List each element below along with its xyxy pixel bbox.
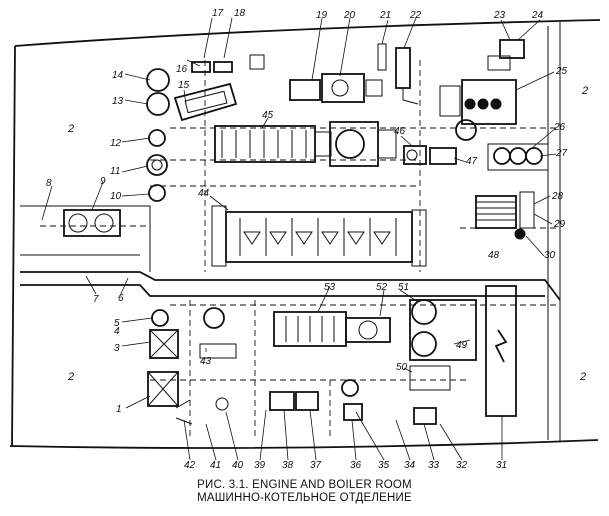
callout-15: 15 (178, 80, 190, 91)
callout-50: 50 (396, 362, 408, 373)
caption-line-2: МАШИННО-КОТЕЛЬНОЕ ОТДЕЛЕНИЕ (197, 492, 412, 504)
callout-53: 53 (324, 282, 336, 293)
callout-46: 46 (394, 126, 406, 137)
callout-18: 18 (234, 8, 246, 19)
callout-41: 41 (210, 460, 221, 471)
callout-1: 1 (116, 404, 122, 415)
frame-grid (40, 60, 560, 440)
zone-label-lower-left: 2 (67, 371, 74, 383)
callout-34: 34 (404, 460, 416, 471)
callout-16: 16 (176, 64, 188, 75)
callout-33: 33 (428, 460, 440, 471)
callout-22: 22 (409, 10, 422, 21)
callout-5: 5 (114, 318, 120, 329)
zone-label-lower-right: 2 (579, 371, 586, 383)
figure-caption: РИС. 3.1. ENGINE AND BOILER ROOM МАШИННО… (0, 479, 609, 505)
callout-47: 47 (466, 156, 478, 167)
leader-lines (41, 17, 557, 461)
callout-44: 44 (198, 188, 210, 199)
callout-39: 39 (254, 460, 266, 471)
callout-28: 28 (551, 191, 564, 202)
callout-51: 51 (398, 282, 409, 293)
callout-11: 11 (110, 166, 120, 177)
callout-42: 42 (184, 460, 196, 471)
zone-label-upper-right: 2 (581, 85, 588, 97)
callout-35: 35 (378, 460, 390, 471)
callout-7: 7 (93, 294, 99, 305)
callout-49: 49 (456, 340, 468, 351)
callout-45: 45 (262, 110, 274, 121)
callout-38: 38 (282, 460, 294, 471)
callout-8: 8 (46, 178, 52, 189)
callout-30: 30 (544, 250, 556, 261)
callout-21: 21 (379, 10, 391, 21)
callout-25: 25 (555, 66, 568, 77)
callout-43: 43 (200, 356, 212, 367)
callout-10: 10 (110, 191, 122, 202)
callout-19: 19 (316, 10, 328, 21)
callout-31: 31 (496, 460, 507, 471)
callout-26: 26 (553, 122, 566, 133)
callout-37: 37 (310, 460, 322, 471)
callout-3: 3 (114, 343, 120, 354)
equipment-upper (63, 39, 549, 267)
callout-17: 17 (212, 8, 224, 19)
callout-9: 9 (100, 176, 106, 187)
callout-32: 32 (456, 460, 468, 471)
callout-numbers: 1 3 4 5 6 7 8 9 10 11 12 13 14 15 16 17 … (46, 8, 568, 471)
callout-12: 12 (110, 138, 122, 149)
caption-line-1: РИС. 3.1. ENGINE AND BOILER ROOM (197, 479, 412, 491)
callout-13: 13 (112, 96, 124, 107)
callout-23: 23 (493, 10, 506, 21)
callout-40: 40 (232, 460, 244, 471)
zone-label-upper-left: 2 (67, 123, 74, 135)
callout-4: 4 (114, 326, 120, 337)
callout-14: 14 (112, 70, 124, 81)
callout-52: 52 (376, 282, 388, 293)
hull-outline (9, 19, 601, 449)
callout-24: 24 (531, 10, 544, 21)
callout-36: 36 (350, 460, 362, 471)
callout-27: 27 (555, 148, 568, 159)
callout-29: 29 (553, 219, 566, 230)
callout-20: 20 (343, 10, 356, 21)
callout-48: 48 (488, 250, 500, 261)
callout-6: 6 (118, 293, 124, 304)
equipment-lower (147, 285, 517, 425)
